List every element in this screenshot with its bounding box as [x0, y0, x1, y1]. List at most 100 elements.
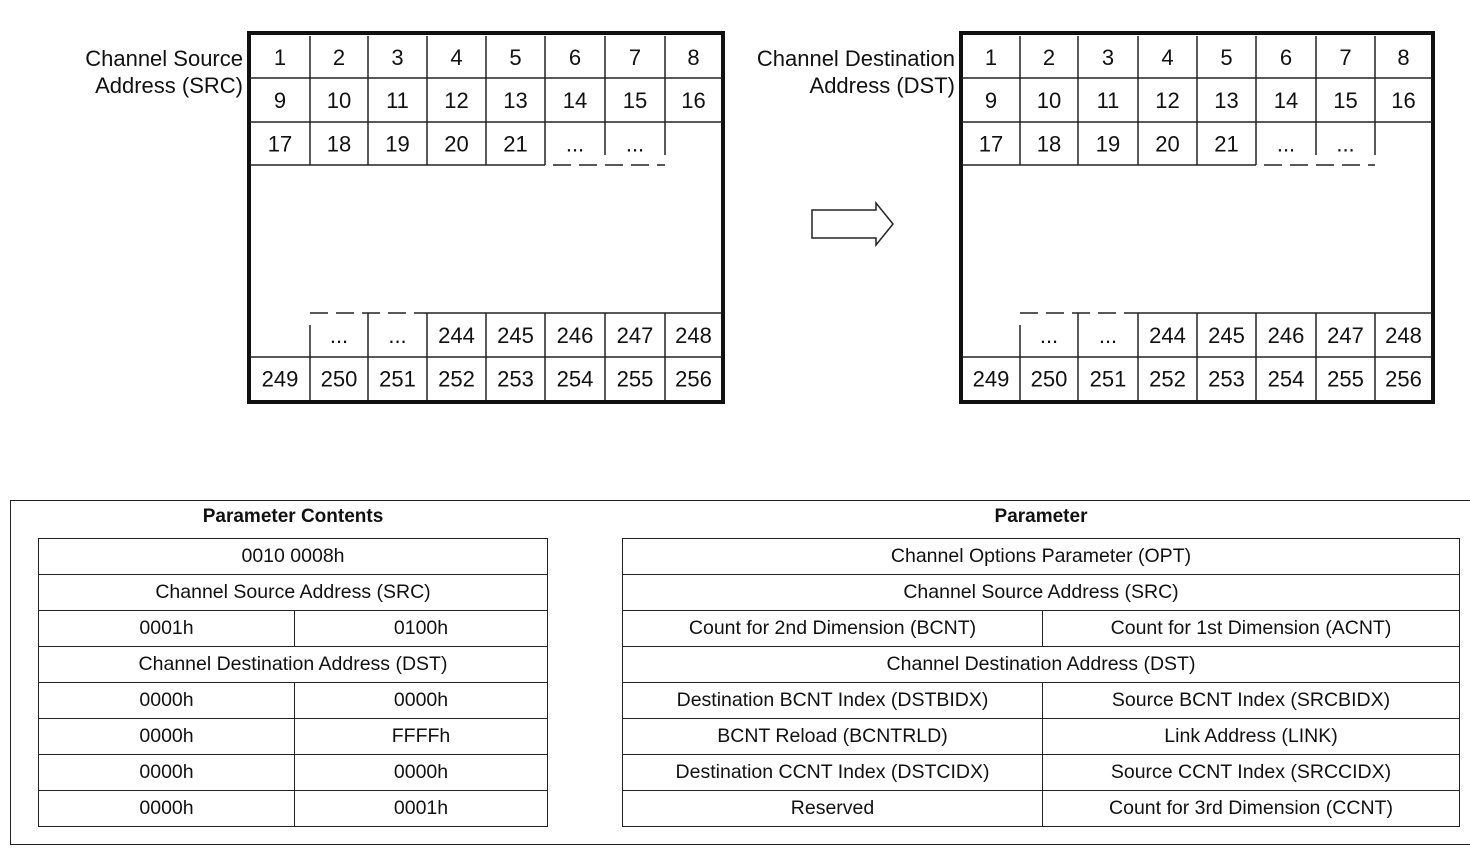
table-row: Channel Destination Address (DST) — [38, 646, 548, 683]
contents-table-header: Parameter Contents — [202, 506, 384, 527]
source_grid-cell: 14 — [563, 88, 587, 113]
dest_grid-cell: 3 — [1102, 45, 1114, 70]
dest_grid-cell: 256 — [1385, 367, 1422, 392]
table-cell: 0000h — [38, 754, 295, 791]
table-cell: 0010 0008h — [38, 538, 548, 575]
table-row: Count for 2nd Dimension (BCNT)Count for … — [622, 610, 1460, 647]
table-row: Channel Source Address (SRC) — [622, 574, 1460, 611]
table-row: Destination CCNT Index (DSTCIDX)Source C… — [622, 754, 1460, 791]
source_grid-cell: 19 — [385, 132, 409, 157]
table-cell: FFFFh — [294, 718, 548, 755]
source_grid-cell: 21 — [503, 132, 527, 157]
source_grid-cell: 246 — [557, 323, 594, 348]
source-grid-label: Channel Source Address (SRC) — [85, 45, 243, 99]
dest_grid-cell: 252 — [1149, 367, 1186, 392]
source_grid-cell: 15 — [623, 88, 647, 113]
table-cell: Count for 1st Dimension (ACNT) — [1042, 610, 1460, 647]
right-arrow-icon — [811, 200, 894, 248]
dest_grid-cell: 5 — [1220, 45, 1232, 70]
source_grid-cell: 249 — [262, 367, 299, 392]
table-cell: Destination CCNT Index (DSTCIDX) — [622, 754, 1043, 791]
source_grid-cell: 3 — [391, 45, 403, 70]
source_grid-cell: 20 — [444, 132, 468, 157]
source_grid-cell: 10 — [327, 88, 351, 113]
source_grid-cell: 13 — [503, 88, 527, 113]
source_grid-cell: 245 — [497, 323, 534, 348]
source_grid-cell: 7 — [629, 45, 641, 70]
dest_grid-cell: 253 — [1208, 367, 1245, 392]
source_grid-cell: 16 — [681, 88, 705, 113]
dest_grid-cell: 245 — [1208, 323, 1245, 348]
source_grid-cell: ... — [388, 323, 406, 348]
dest_grid-cell: 16 — [1391, 88, 1415, 113]
dest_grid-cell: 247 — [1327, 323, 1364, 348]
source_grid-cell: 2 — [333, 45, 345, 70]
table-cell: 0000h — [38, 790, 295, 827]
table-row: Channel Options Parameter (OPT) — [622, 538, 1460, 575]
table-row: Destination BCNT Index (DSTBIDX)Source B… — [622, 682, 1460, 719]
source_grid-cell: 244 — [438, 323, 475, 348]
dest_grid-cell: 15 — [1333, 88, 1357, 113]
dest_grid-cell: 11 — [1097, 88, 1120, 113]
source_grid-grid-border — [247, 31, 725, 404]
source_grid-cell: 11 — [386, 88, 409, 113]
table-row: BCNT Reload (BCNTRLD)Link Address (LINK) — [622, 718, 1460, 755]
source_grid-cell: 253 — [497, 367, 534, 392]
table-cell: 0001h — [38, 610, 295, 647]
dest_grid-cell: 21 — [1214, 132, 1238, 157]
dest_grid-cell: 17 — [979, 132, 1003, 157]
dest_grid-cell: 1 — [985, 45, 997, 70]
source_grid-cell: 247 — [617, 323, 654, 348]
source-label-line-1: Channel Source — [85, 46, 243, 71]
table-cell: Channel Destination Address (DST) — [38, 646, 548, 683]
source_grid-cell: 248 — [675, 323, 712, 348]
parameter-table: Channel Options Parameter (OPT)Channel S… — [622, 538, 1460, 827]
dest-grid-label: Channel Destination Address (DST) — [757, 45, 955, 99]
dest_grid-cell: 14 — [1274, 88, 1298, 113]
dest_grid-cell: 7 — [1339, 45, 1351, 70]
source_grid-cell: 251 — [379, 367, 416, 392]
dest_grid-cell: 19 — [1096, 132, 1120, 157]
source_grid-cell: 252 — [438, 367, 475, 392]
table-cell: Source CCNT Index (SRCCIDX) — [1042, 754, 1460, 791]
table-cell: Count for 2nd Dimension (BCNT) — [622, 610, 1043, 647]
source_grid-cell: 254 — [557, 367, 594, 392]
dest_grid-cell: ... — [1099, 323, 1117, 348]
dest_grid-cell: 251 — [1090, 367, 1127, 392]
dest_grid-cell: 10 — [1037, 88, 1061, 113]
table-cell: Channel Destination Address (DST) — [622, 646, 1460, 683]
dest_grid-cell: 8 — [1397, 45, 1409, 70]
dest_grid-cell: ... — [1336, 132, 1354, 157]
table-cell: Count for 3rd Dimension (CCNT) — [1042, 790, 1460, 827]
table-cell: Reserved — [622, 790, 1043, 827]
source_grid-cell: 250 — [321, 367, 358, 392]
table-row: Channel Source Address (SRC) — [38, 574, 548, 611]
dest_grid-cell: 254 — [1268, 367, 1305, 392]
dest_grid-cell: 246 — [1268, 323, 1305, 348]
table-cell: Source BCNT Index (SRCBIDX) — [1042, 682, 1460, 719]
table-cell: 0000h — [294, 682, 548, 719]
dest_grid-cell: 20 — [1155, 132, 1179, 157]
source-label-line-2: Address (SRC) — [95, 73, 243, 98]
source_grid-cell: 256 — [675, 367, 712, 392]
parameter-set-box — [10, 500, 1470, 845]
table-cell: 0100h — [294, 610, 548, 647]
dest_grid-cell: 13 — [1214, 88, 1238, 113]
source_grid-cell: ... — [330, 323, 348, 348]
source_grid-cell: 8 — [687, 45, 699, 70]
dest_grid-cell: 244 — [1149, 323, 1186, 348]
table-row: Channel Destination Address (DST) — [622, 646, 1460, 683]
dest_grid-cell: ... — [1277, 132, 1295, 157]
table-cell: BCNT Reload (BCNTRLD) — [622, 718, 1043, 755]
source_grid-cell: ... — [566, 132, 584, 157]
table-cell: 0000h — [294, 754, 548, 791]
dest_grid-cell: 9 — [985, 88, 997, 113]
dest_grid-cell: 4 — [1161, 45, 1173, 70]
